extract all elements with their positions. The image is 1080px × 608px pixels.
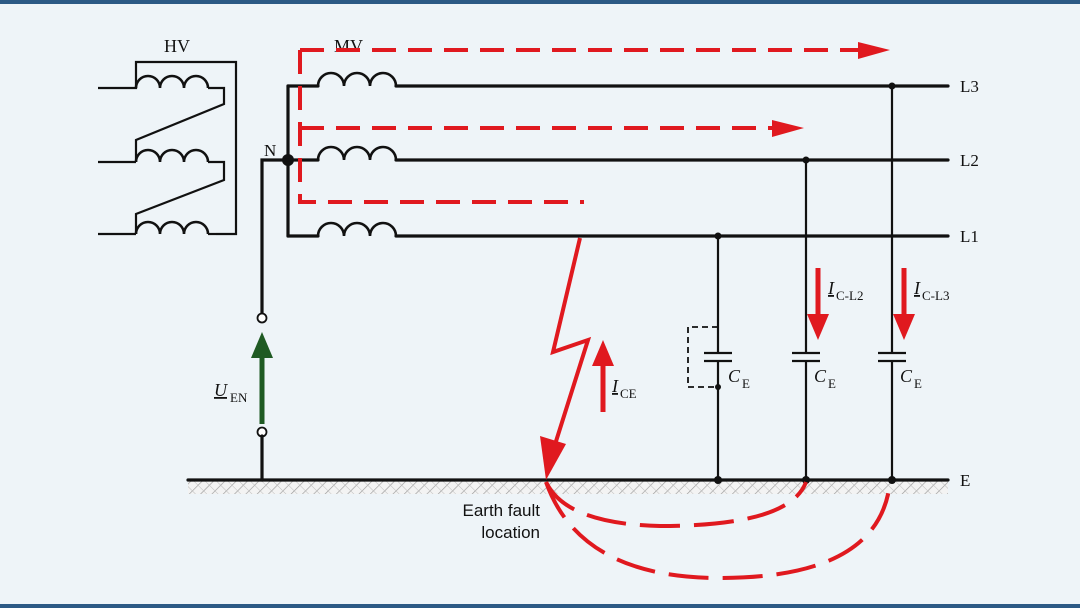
ice-arrow-head <box>592 340 614 366</box>
capacitor-l1-label: C <box>728 366 741 386</box>
capacitor-l3-label: C <box>900 366 913 386</box>
uen-symbol: U <box>214 380 228 400</box>
capacitor-l3 <box>878 82 906 484</box>
uen-subscript: EN <box>230 390 248 405</box>
hv-coil-bottom <box>134 220 210 235</box>
mv-coil-l1 <box>316 221 398 237</box>
icl3-arrow-head <box>893 314 915 340</box>
icl3-symbol: I <box>913 278 921 298</box>
uen-terminal-top <box>256 312 268 324</box>
hv-cross-wire-1 <box>134 86 226 162</box>
phase-label-l1: L1 <box>960 227 979 246</box>
earth-fault-network-diagram: HV MV N L3 L2 L1 E U EN C E <box>98 36 979 581</box>
return-arrowhead-l3 <box>858 42 890 59</box>
mv-coil-l3 <box>316 71 398 87</box>
earth-label: E <box>960 471 970 490</box>
fault-location-line1: Earth fault <box>463 501 541 520</box>
capacitor-l2 <box>792 156 820 484</box>
ice-subscript: CE <box>620 386 637 401</box>
capacitor-l1 <box>687 232 732 484</box>
fault-lightning-head <box>540 436 566 480</box>
return-path-l1 <box>298 50 584 204</box>
icl2-subscript: C-L2 <box>836 288 863 303</box>
fault-current-paths <box>298 42 915 581</box>
hv-frame-wire <box>98 60 238 236</box>
neutral-down-wire <box>260 158 290 316</box>
capacitor-l2-subscript: E <box>828 376 836 391</box>
mv-label: MV <box>334 36 363 56</box>
hv-label: HV <box>164 36 190 56</box>
earth-loop-inner <box>544 481 808 529</box>
ice-symbol: I <box>611 376 619 396</box>
return-arrowhead-l2 <box>772 120 804 137</box>
uen-voltage-arrow <box>251 332 273 424</box>
hv-cross-wire-2 <box>134 160 226 234</box>
capacitor-l3-subscript: E <box>914 376 922 391</box>
earth-loop-outer <box>544 481 892 581</box>
fault-lightning <box>550 237 592 455</box>
mv-coil-l2 <box>316 145 398 161</box>
neutral-label: N <box>264 141 276 160</box>
mv-winding-group <box>282 71 398 238</box>
hv-coil-top <box>134 74 210 89</box>
phase-label-l2: L2 <box>960 151 979 170</box>
earth-ground-hatch <box>188 480 948 494</box>
hv-winding-group <box>98 60 238 236</box>
hv-coil-middle <box>134 148 210 163</box>
capacitor-l2-label: C <box>814 366 827 386</box>
icl2-arrow-head <box>807 314 829 340</box>
icl2-symbol: I <box>827 278 835 298</box>
icl3-subscript: C-L3 <box>922 288 949 303</box>
phase-label-l3: L3 <box>960 77 979 96</box>
capacitor-l1-subscript: E <box>742 376 750 391</box>
fault-location-line2: location <box>481 523 540 542</box>
